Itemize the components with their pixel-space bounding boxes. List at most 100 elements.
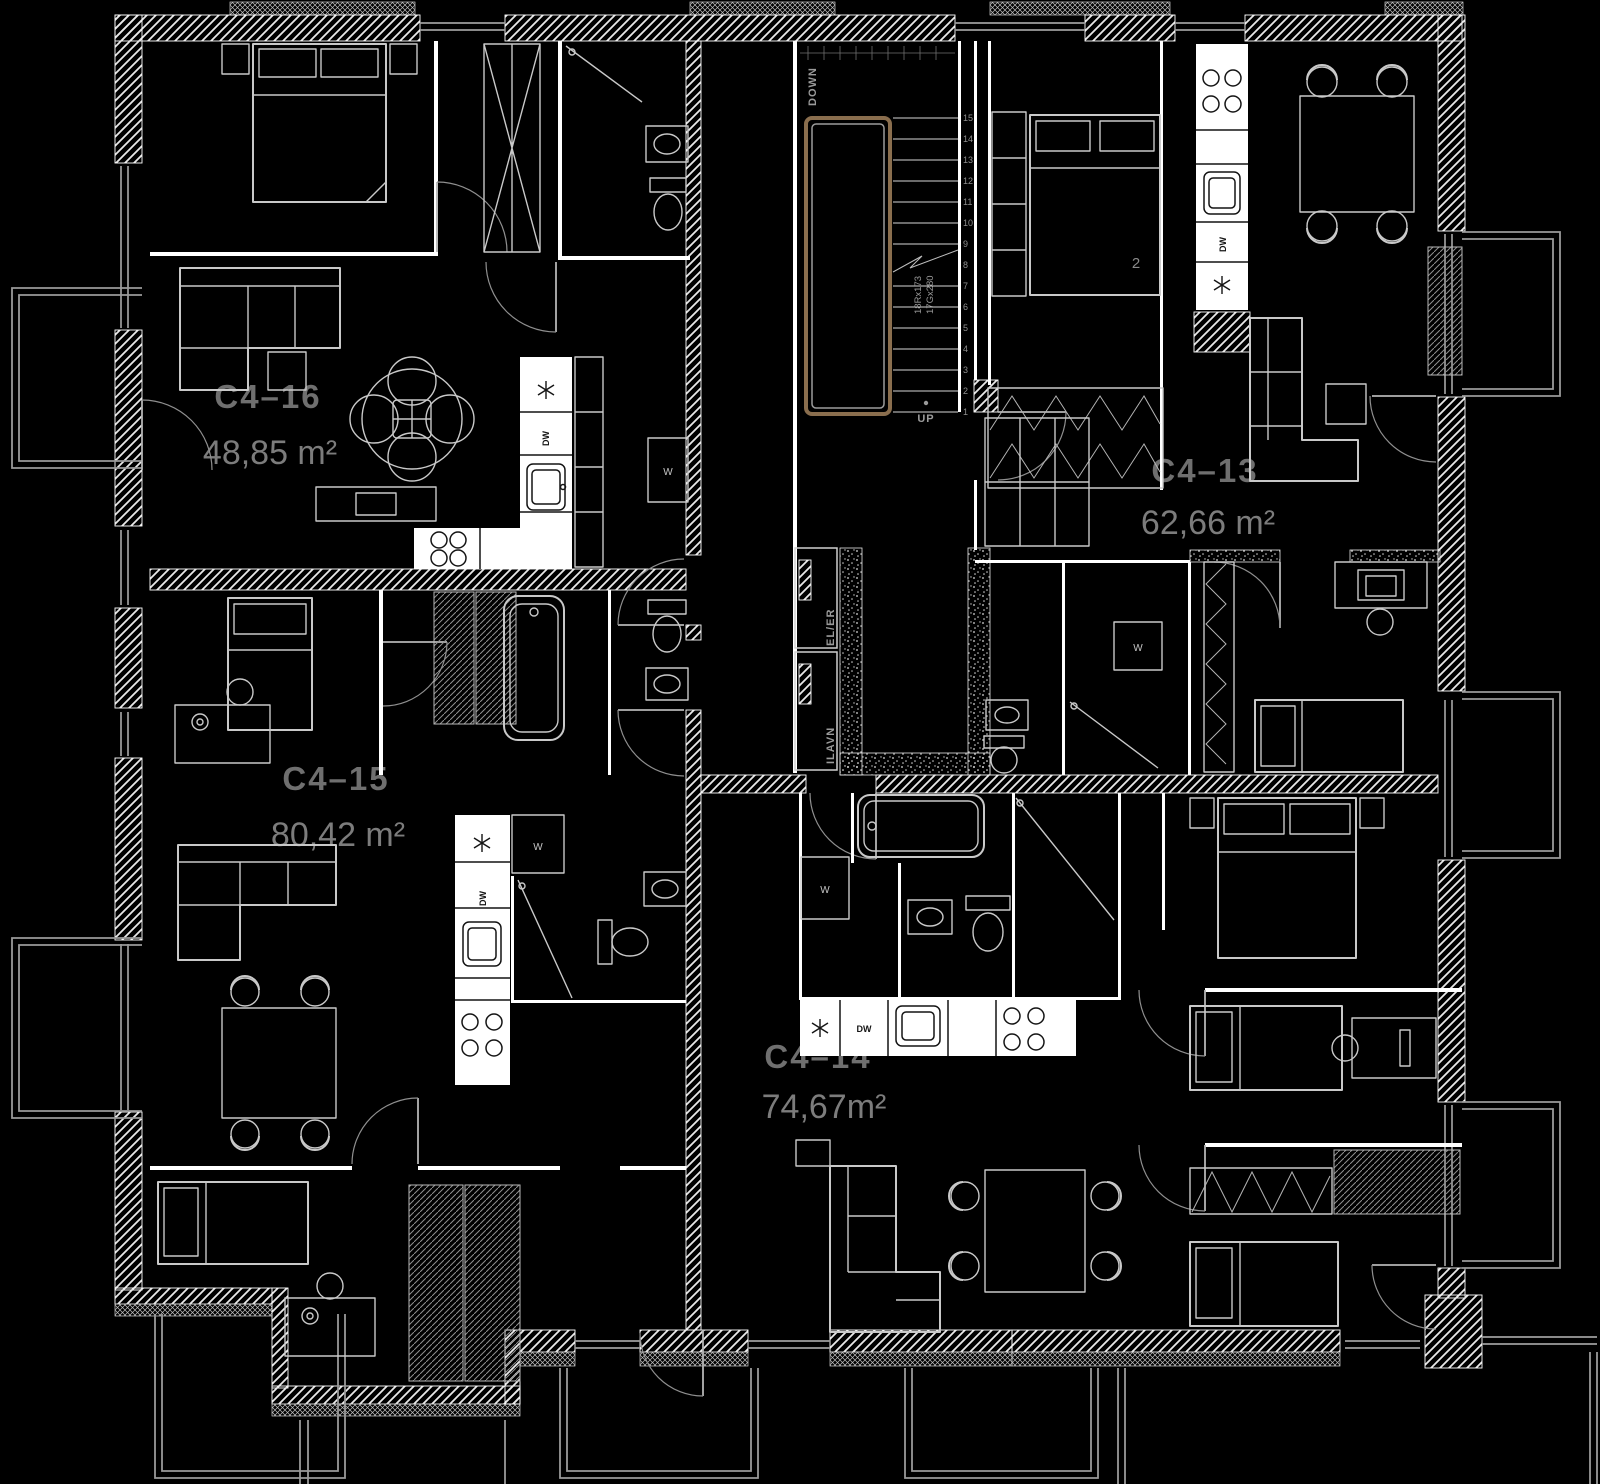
dining-table xyxy=(1299,64,1415,244)
shaft-services-label: ILAVN xyxy=(825,727,837,764)
svg-text:10: 10 xyxy=(963,218,973,228)
svg-text:4: 4 xyxy=(963,344,968,354)
stair-up-label: UP xyxy=(917,413,934,425)
desk xyxy=(174,678,271,764)
stair-handrail-inner xyxy=(811,123,885,409)
washer-label: W xyxy=(663,467,673,478)
shower-room xyxy=(511,871,687,1003)
unit-area-c4-15: 80,42 m² xyxy=(271,816,405,854)
desk xyxy=(284,1272,376,1357)
bathtub xyxy=(503,595,565,741)
bathtub xyxy=(857,794,985,858)
stair-down-label: DOWN xyxy=(807,67,819,106)
snowflake-icon xyxy=(537,381,555,399)
coffee-table xyxy=(267,351,307,391)
toilet-and-sink xyxy=(983,699,1029,774)
single-bed xyxy=(1254,699,1404,773)
svg-text:13: 13 xyxy=(963,155,973,165)
unit-id-c4-15: C4–15 xyxy=(282,760,389,797)
unit-area-c4-14: 74,67m² xyxy=(762,1088,887,1126)
stair-break-line xyxy=(892,249,959,273)
unit-area-c4-13: 62,66 m² xyxy=(1141,504,1275,542)
stair-riser-spec: 18Rx173 xyxy=(913,276,924,314)
stove xyxy=(1202,69,1242,113)
sofa xyxy=(795,1139,941,1333)
desk xyxy=(1331,1017,1437,1079)
stove xyxy=(461,1013,503,1057)
dining-table xyxy=(948,1169,1122,1293)
kitchen: DW xyxy=(800,1000,1076,1056)
kitchen: DW W xyxy=(455,814,565,1085)
dimension-ticks xyxy=(800,46,955,60)
stove xyxy=(1003,1007,1045,1051)
stair-handrail xyxy=(804,116,892,416)
toilet-and-sink xyxy=(645,599,689,701)
washer-label: W xyxy=(820,885,830,896)
double-bed xyxy=(221,43,418,203)
svg-text:3: 3 xyxy=(963,365,968,375)
exterior-walls xyxy=(114,1,1483,1417)
unit-area-c4-16: 48,85 m² xyxy=(203,434,337,472)
washer-closet: W xyxy=(800,856,850,920)
wardrobe xyxy=(464,1184,521,1382)
single-bed xyxy=(1189,1005,1343,1091)
washer-closet: W xyxy=(647,437,689,503)
toilet-and-sink xyxy=(907,895,1011,952)
sofa xyxy=(177,844,337,961)
washer-label: W xyxy=(1133,643,1143,654)
party-walls xyxy=(149,40,1439,1331)
open-wardrobe xyxy=(1189,1149,1461,1215)
service-shafts: EL/ER ILAVN xyxy=(794,547,838,771)
kitchen: DW xyxy=(1193,44,1251,353)
svg-text:6: 6 xyxy=(963,302,968,312)
wardrobe xyxy=(408,1184,464,1382)
svg-text:12: 12 xyxy=(963,176,973,186)
svg-text:9: 9 xyxy=(963,239,968,249)
svg-text:8: 8 xyxy=(963,260,968,270)
apartment-c4-14: C4–14 74,67m² W DW xyxy=(762,792,1462,1333)
apartment-c4-15: C4–15 80,42 m² DW xyxy=(150,590,704,1397)
hall-closet xyxy=(984,417,1090,547)
kitchen-sink xyxy=(1203,171,1241,215)
dishwasher-label: DW xyxy=(541,431,551,446)
shaft-electrical-label: EL/ER xyxy=(825,609,837,646)
dishwasher-label: DW xyxy=(478,891,488,906)
stove xyxy=(430,531,467,567)
kitchen: DW xyxy=(414,356,604,569)
stair-going-spec: 17Gx280 xyxy=(925,275,936,314)
wardrobe xyxy=(433,591,475,725)
snowflake-icon xyxy=(1213,276,1231,294)
balconies xyxy=(11,231,1598,1484)
svg-text:14: 14 xyxy=(963,134,973,144)
apartment-c4-16: C4–16 48,85 m² DW xyxy=(141,41,690,626)
svg-text:7: 7 xyxy=(963,281,968,291)
bedroom-number: 2 xyxy=(1132,255,1140,272)
double-bed xyxy=(1189,797,1385,959)
dishwasher-label: DW xyxy=(1218,237,1228,252)
snowflake-icon xyxy=(811,1019,829,1037)
unit-id-c4-13: C4–13 xyxy=(1151,452,1258,489)
bathroom xyxy=(565,45,689,231)
washer-label: W xyxy=(533,842,543,853)
apartment-c4-13: C4–13 62,66 m² 2 DW xyxy=(975,41,1463,775)
windows xyxy=(120,22,1597,1349)
washer-closet: W xyxy=(1113,621,1163,671)
double-bed xyxy=(1029,114,1161,296)
tv-bench xyxy=(315,486,437,522)
shower xyxy=(1069,701,1159,769)
svg-text:2: 2 xyxy=(963,386,968,396)
svg-text:15: 15 xyxy=(963,113,973,123)
wardrobe xyxy=(991,111,1027,297)
single-bed xyxy=(157,1181,309,1265)
sofa xyxy=(1249,317,1359,482)
dishwasher-label: DW xyxy=(857,1024,872,1034)
svg-text:11: 11 xyxy=(963,197,972,207)
snowflake-icon xyxy=(473,834,491,852)
sliding-wardrobe xyxy=(1203,561,1235,773)
round-dining-table xyxy=(349,356,475,482)
svg-text:5: 5 xyxy=(963,323,968,333)
